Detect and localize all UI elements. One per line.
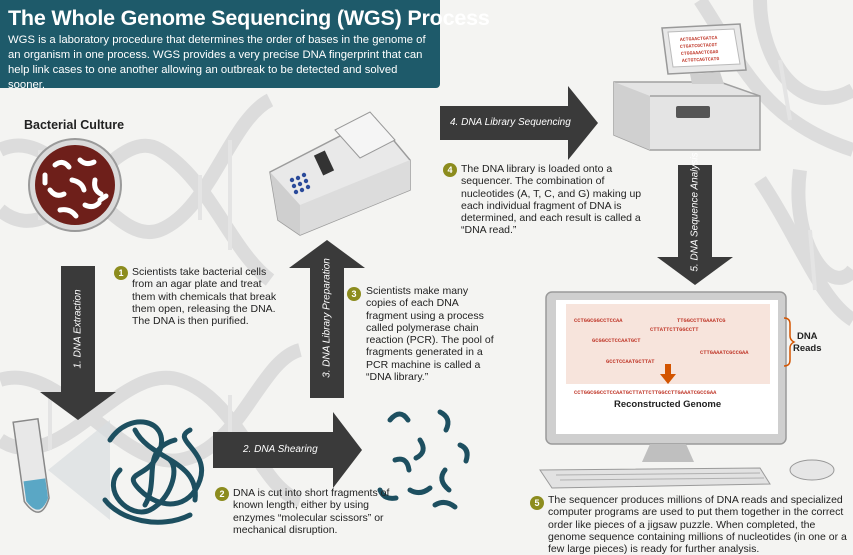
keypad-buttons (289, 172, 311, 195)
page-title: The Whole Genome Sequencing (WGS) Proces… (8, 6, 490, 30)
step-badge-2: 2 (215, 487, 229, 501)
bacterial-culture-label: Bacterial Culture (24, 118, 125, 132)
sequencer (613, 23, 761, 151)
arrow-dna-library-prep (289, 240, 365, 398)
arrow-label-1: 1. DNA Extraction (72, 289, 84, 369)
step-text-5: The sequencer produces millions of DNA r… (548, 494, 847, 555)
dna-reads-label: DNA Reads (793, 331, 822, 355)
dna-read: GCGGCCTCCAATGCT (592, 338, 641, 344)
step-text-4: The DNA library is loaded onto a sequenc… (461, 163, 642, 237)
page-description: WGS is a laboratory procedure that deter… (8, 34, 426, 91)
dna-fragments (377, 409, 470, 510)
arrow-label-3: 3. DNA Library Preparation (321, 258, 333, 378)
arrow-dna-shearing (213, 412, 362, 488)
step-badge-1: 1 (114, 266, 128, 280)
reconstructed-sequence: CCTGGCGGCCTCCAATGCTTATTCTTGGCCTTGAAATCGC… (574, 390, 717, 396)
arrow-label-4: 4. DNA Library Sequencing (450, 117, 571, 128)
dna-tangle (102, 419, 205, 525)
step-badge-4: 4 (443, 163, 457, 177)
arrow-label-2: 2. DNA Shearing (243, 444, 318, 455)
step-text-2: DNA is cut into short fragments of known… (233, 487, 390, 536)
dna-read: CCTGGCGGCCTCCAA (574, 318, 623, 324)
arrow-label-5: 5. DNA Sequence Analysis (689, 152, 701, 272)
reconstructed-genome-label: Reconstructed Genome (614, 399, 722, 410)
dna-reads-label-line-2: Reads (793, 343, 822, 354)
header-banner: The Whole Genome Sequencing (WGS) Proces… (0, 0, 490, 91)
test-tube (12, 417, 110, 520)
pcr-machine (269, 111, 411, 236)
dna-read: CTTGAAATCGCCGAA (700, 350, 749, 356)
computer-monitor (539, 291, 835, 489)
petri-dish (28, 138, 122, 232)
dna-reads-label-line-1: DNA (796, 331, 818, 342)
keyboard-keys (555, 472, 765, 481)
dna-read: TTGGCCTTGAAATCG (677, 318, 726, 324)
step-text-1: Scientists take bacterial cells from an … (132, 266, 277, 328)
dna-read: CTTATTCTTGGCCTT (650, 327, 699, 333)
bacteria-shapes (42, 157, 109, 219)
step-text-3: Scientists make many copies of each DNA … (366, 285, 494, 384)
step-badge-5: 5 (530, 496, 544, 510)
arrow-dna-extraction (40, 266, 116, 420)
step-badge-3: 3 (347, 287, 361, 301)
dna-read: GCCTCCAATGCTTAT (606, 359, 655, 365)
arrow-dna-library-sequencing (440, 86, 598, 160)
arrow-dna-sequence-analysis (657, 165, 733, 285)
